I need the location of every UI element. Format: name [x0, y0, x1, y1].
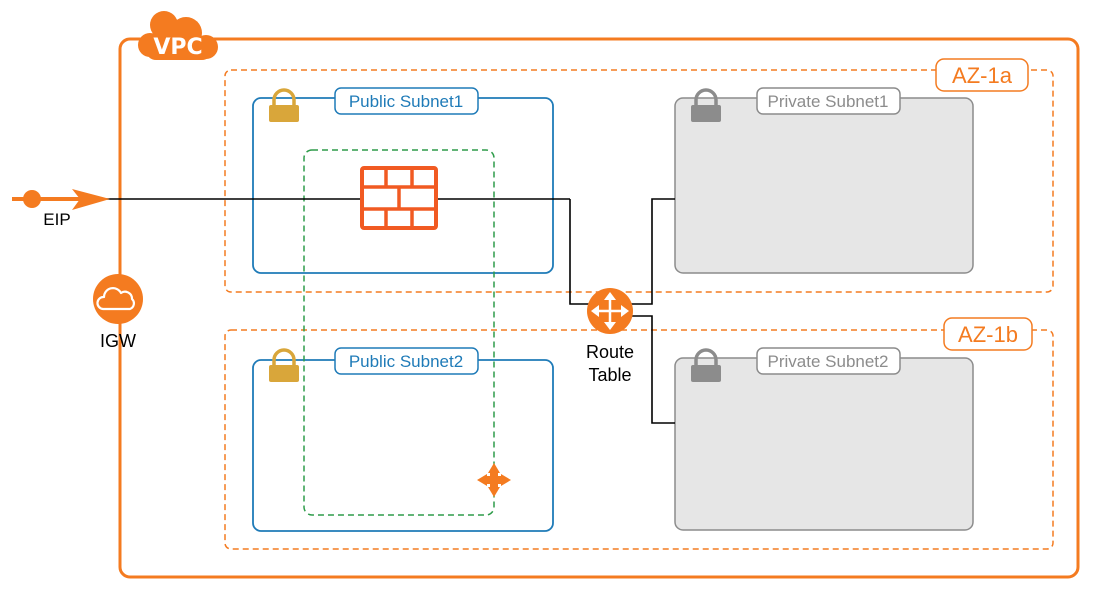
route-table-label-line2: Table — [588, 365, 631, 385]
public-subnet1-badge: Public Subnet1 — [334, 87, 479, 115]
failover-group — [303, 149, 495, 516]
az-1a-zone — [224, 69, 1054, 293]
private-subnet1-label: Private Subnet1 — [768, 92, 889, 111]
vpc-badge: VPC — [138, 11, 218, 60]
firewall-to-route-table-line — [569, 199, 604, 305]
eip-arrow-icon — [12, 189, 110, 210]
router-icon — [587, 288, 633, 334]
vpc-label: VPC — [153, 35, 202, 60]
az-1a-label: AZ-1a — [952, 63, 1013, 88]
route-table-label-line1: Route — [586, 342, 634, 362]
lock-icon — [691, 348, 721, 382]
eip-label: EIP — [43, 210, 70, 229]
firewall-icon — [360, 166, 438, 230]
private-subnet2 — [674, 357, 974, 531]
az-1b-label: AZ-1b — [958, 322, 1018, 347]
private-subnet1 — [674, 97, 974, 274]
private-subnet1-badge: Private Subnet1 — [756, 87, 901, 115]
nat-instance-icon — [477, 463, 511, 497]
igw-icon — [93, 274, 143, 324]
lock-icon — [691, 88, 721, 122]
public-subnet2-badge: Public Subnet2 — [334, 347, 479, 375]
az-1a-badge: AZ-1a — [935, 58, 1029, 92]
route-table-to-private2-line — [628, 315, 675, 424]
private-subnet2-badge: Private Subnet2 — [756, 347, 901, 375]
az-1b-badge: AZ-1b — [943, 317, 1033, 351]
lock-icon — [269, 88, 299, 122]
igw-label: IGW — [100, 331, 136, 351]
public-subnet1-label: Public Subnet1 — [349, 92, 463, 111]
lock-icon — [269, 348, 299, 382]
public-subnet2 — [252, 359, 554, 532]
az-1b-zone — [224, 329, 1054, 550]
vpc-cloud-icon — [138, 11, 218, 60]
public-subnet2-label: Public Subnet2 — [349, 352, 463, 371]
cloud-icon — [96, 287, 135, 311]
private-subnet2-label: Private Subnet2 — [768, 352, 889, 371]
route-table-to-private1-line — [628, 198, 675, 305]
